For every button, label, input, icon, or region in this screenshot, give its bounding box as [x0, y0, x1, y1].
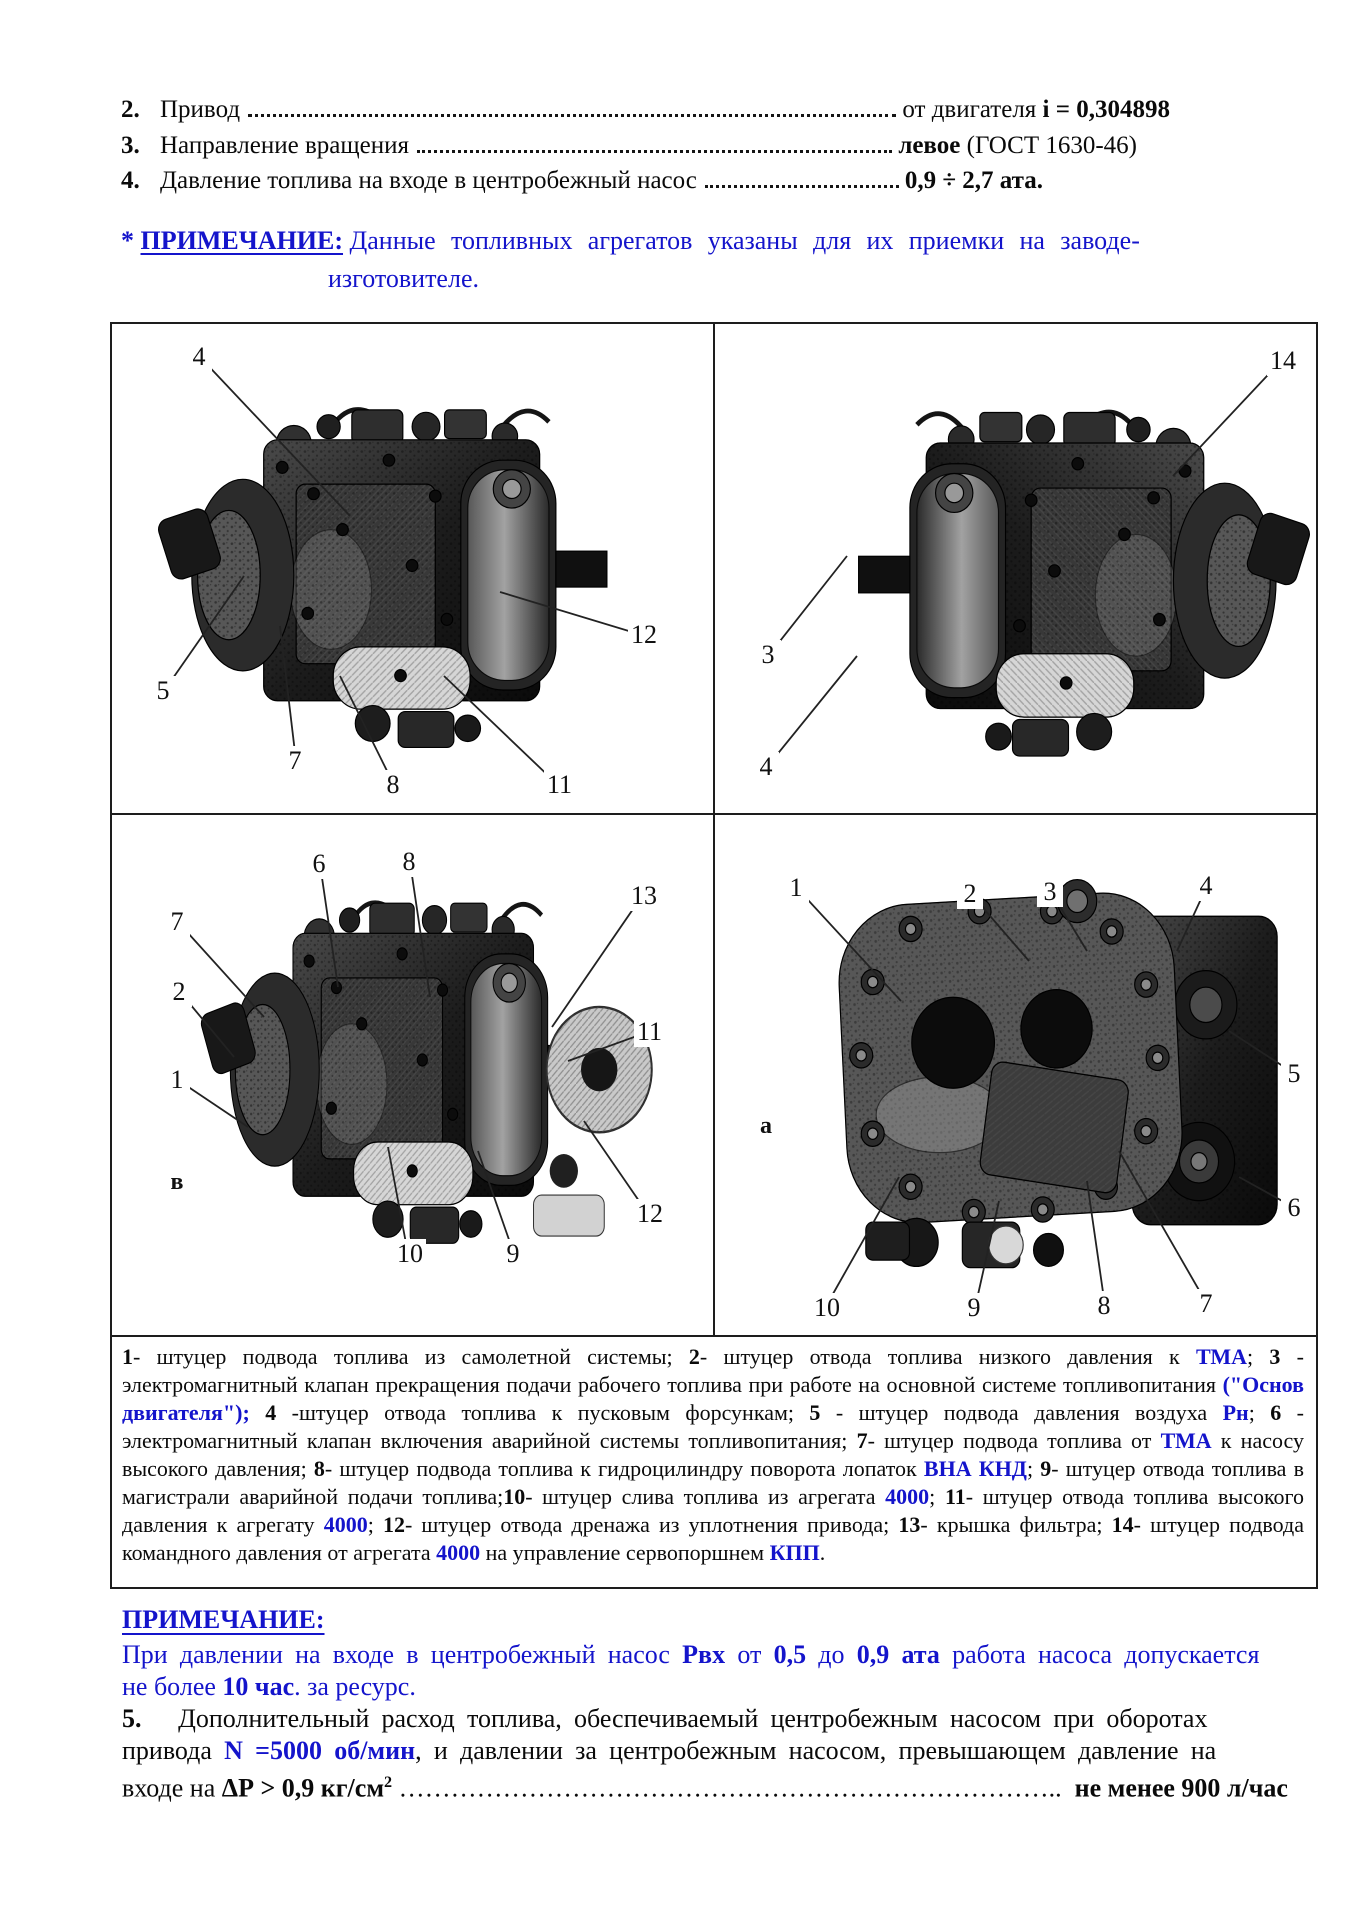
- note-line1: При давлении на входе в центробежный нас…: [122, 1640, 1260, 1669]
- callout-leader-line: [796, 887, 902, 1002]
- spec-list: 2. Привод от двигателя i = 0,304898 3. Н…: [121, 92, 1170, 199]
- callout-leader-line: [477, 1150, 515, 1255]
- item-number: 2.: [121, 96, 140, 123]
- figure-panel-top-right: 14 3 4: [715, 324, 1316, 813]
- callout-label: 2: [957, 879, 983, 909]
- callout-label: 12: [634, 1199, 666, 1229]
- figure-caption-divider: [112, 1335, 1316, 1337]
- star-note-heading: * ПРИМЕЧАНИЕ:: [121, 226, 344, 255]
- item-label: Направление вращения: [160, 131, 409, 159]
- spec-item-pressure: 4. Давление топлива на входе в центробеж…: [121, 163, 1043, 199]
- item-number: 3.: [121, 131, 140, 159]
- leader-lines: [163, 356, 643, 786]
- figure-horizontal-divider: [112, 813, 1316, 815]
- bottom-notes: ПРИМЕЧАНИЕ: При давлении на входе в цент…: [122, 1604, 1312, 1805]
- item5-line2: привода N =5000 об/мин, и давлении за це…: [122, 1736, 1217, 1765]
- callout-label: 12: [628, 620, 660, 650]
- callout-leader-line: [824, 1176, 900, 1309]
- leader-lines: [766, 360, 1282, 768]
- callout-leader-line: [766, 655, 858, 768]
- callout-label: 10: [811, 1293, 843, 1323]
- callout-label: 5: [150, 676, 176, 706]
- note-line2: не более 10 час. за ресурс.: [122, 1672, 416, 1701]
- callout-label: 2: [166, 977, 192, 1007]
- callout-label: 7: [164, 907, 190, 937]
- callout-label: 1: [164, 1065, 190, 1095]
- callout-label: 13: [628, 881, 660, 911]
- callout-label: 6: [1281, 1193, 1307, 1223]
- callout-leader-line: [1086, 1180, 1106, 1307]
- star-note-line2: изготовителе.: [328, 264, 479, 293]
- note-heading: ПРИМЕЧАНИЕ:: [122, 1605, 325, 1634]
- callout-label: 8: [380, 770, 406, 800]
- callout-label: 3: [755, 640, 781, 670]
- callout-leader-line: [319, 863, 339, 988]
- callout-leader-line: [1118, 1150, 1208, 1305]
- item-label: Давление топлива на входе в центробежный…: [160, 167, 697, 194]
- spec-item-rotation: 3. Направление вращения левое (ГОСТ 1630…: [121, 128, 1137, 164]
- callout-label: 7: [1193, 1289, 1219, 1319]
- spec-item-privod: 2. Привод от двигателя i = 0,304898: [121, 92, 1170, 128]
- figure-panel-bottom-right: 1 2 3 4 5 6 а 10 9 8 7: [715, 815, 1316, 1335]
- callout-label: 8: [1091, 1291, 1117, 1321]
- item5-line1: 5. Дополнительный расход топлива, обеспе…: [122, 1704, 1208, 1733]
- item-value: 0,9 ÷ 2,7 ата.: [904, 167, 1043, 194]
- figure-caption: 1- штуцер подвода топлива из самолетной …: [122, 1344, 1305, 1565]
- figure-panel-top-left: 4 5 7 8 11 12: [112, 324, 713, 813]
- figure-panel-bottom-left: 6 8 13 7 2 1 в 10 9 11 12: [112, 815, 713, 1335]
- item-value: левое (ГОСТ 1630-46): [898, 131, 1137, 159]
- callout-leader-line: [339, 675, 395, 786]
- callout-label: 6: [306, 849, 332, 879]
- item-number: 4.: [121, 167, 140, 194]
- panel-letter: в: [164, 1167, 190, 1197]
- callout-label: 10: [394, 1239, 426, 1269]
- callout-label: 4: [186, 342, 212, 372]
- callout-leader-line: [279, 625, 297, 762]
- callout-label: 8: [396, 847, 422, 877]
- callout-leader-line: [583, 1120, 649, 1215]
- panel-letter: а: [753, 1111, 779, 1141]
- callout-label: 9: [500, 1239, 526, 1269]
- callout-leader-line: [1172, 360, 1282, 477]
- star-note-text: Данные топливных агрегатов указаны для и…: [349, 226, 1140, 255]
- callout-leader-line: [177, 921, 265, 1018]
- callout-label: 1: [783, 873, 809, 903]
- callout-label: 3: [1037, 877, 1063, 907]
- leader-lines: [796, 885, 1296, 1309]
- callout-label: 11: [544, 770, 576, 800]
- dot-leader: [704, 185, 899, 188]
- dot-leader: [248, 114, 897, 117]
- callout-leader-line: [768, 555, 848, 656]
- star-note-line1: * ПРИМЕЧАНИЕ: Данные топливных агрегатов…: [121, 222, 1271, 260]
- callout-leader-line: [443, 675, 559, 786]
- callout-leader-line: [409, 861, 431, 998]
- callout-label: 11: [634, 1017, 666, 1047]
- item5-line3: входе на ΔР > 0,9 кг/см2 …………………………………………: [122, 1773, 1288, 1803]
- callout-leader-line: [163, 575, 245, 692]
- callout-label: 5: [1281, 1059, 1307, 1089]
- callout-label: 7: [282, 746, 308, 776]
- callout-leader-line: [551, 895, 643, 1028]
- star-note: * ПРИМЕЧАНИЕ: Данные топливных агрегатов…: [121, 222, 1271, 298]
- item-label: Привод: [160, 96, 241, 123]
- callout-label: 4: [1193, 871, 1219, 901]
- callout-leader-line: [974, 1200, 1000, 1309]
- item-value: от двигателя i = 0,304898: [902, 96, 1170, 123]
- figure-vertical-divider: [713, 324, 715, 1335]
- callout-leader-line: [199, 356, 351, 517]
- callout-leader-line: [499, 591, 643, 636]
- callout-label: 14: [1267, 346, 1299, 376]
- callout-label: 4: [753, 752, 779, 782]
- callout-leader-line: [387, 1146, 409, 1255]
- callout-label: 9: [961, 1293, 987, 1323]
- dot-leader: [416, 149, 893, 153]
